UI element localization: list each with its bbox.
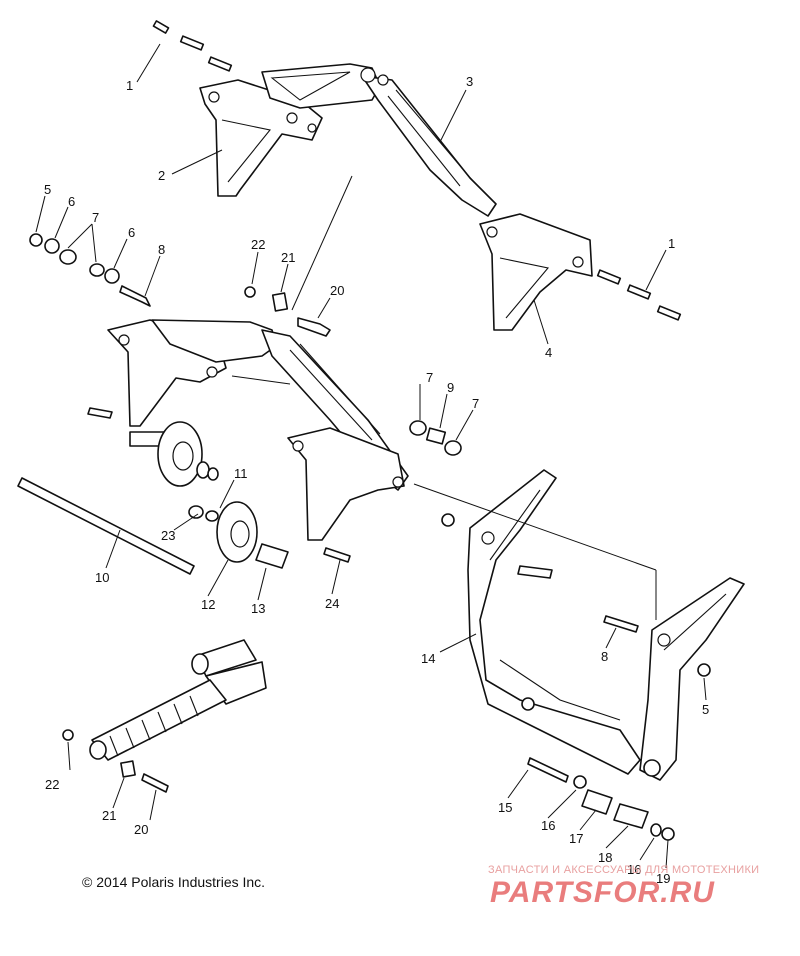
callout: 1 [668, 236, 675, 251]
callout: 21 [102, 808, 116, 823]
callout: 7 [426, 370, 433, 385]
pivot-hardware-right [409, 420, 462, 456]
rear-shock-absorber [89, 639, 267, 761]
callout: 11 [234, 466, 248, 481]
watermark-logo: PARTSFOR.RU [490, 876, 715, 909]
pivot-hardware-upper-left [29, 233, 151, 307]
callout: 15 [498, 800, 512, 815]
watermark-tagline: ЗАПЧАСТИ И АКСЕССУАРЫ ДЛЯ МОТОТЕХНИКИ [488, 864, 760, 876]
callout: 22 [251, 237, 265, 252]
shock-hardware [62, 729, 169, 793]
callout: 20 [330, 283, 344, 298]
rear-upper-arm [151, 319, 277, 363]
callout: 21 [281, 250, 295, 265]
callout: 5 [702, 702, 709, 717]
callout: 12 [201, 597, 215, 612]
bolt-8-lower [517, 565, 553, 579]
rear-arm-hardware [527, 757, 675, 841]
callout: 6 [128, 225, 135, 240]
wheel-spacer [255, 543, 289, 569]
callout: 18 [598, 850, 612, 865]
callout: 7 [92, 210, 99, 225]
front-scissor-arm-assembly [199, 63, 593, 331]
callout: 20 [134, 822, 148, 837]
callout: 9 [447, 380, 454, 395]
bolt-8-right [603, 615, 639, 633]
axle-shaft [17, 477, 195, 575]
callout: 24 [325, 596, 339, 611]
bolt-24 [323, 547, 351, 563]
pivot-hardware-center [244, 286, 331, 337]
callout: 17 [569, 831, 583, 846]
callout: 3 [466, 74, 473, 89]
bolt-set-right [596, 269, 682, 321]
callout: 1 [126, 78, 133, 93]
callout: 4 [545, 345, 552, 360]
callout: 23 [161, 528, 175, 543]
callout: 8 [158, 242, 165, 257]
callout-labels: 1 2 3 5 6 7 6 8 22 21 20 1 4 7 9 7 11 23… [44, 74, 709, 886]
rear-arm [467, 469, 745, 781]
callout: 13 [251, 601, 265, 616]
rear-scissor-arm-assembly [107, 319, 409, 541]
rear-bracket-right [287, 427, 405, 541]
callout: 22 [45, 777, 59, 792]
bolt-set-upper-left [152, 20, 233, 72]
callout: 16 [627, 862, 641, 877]
leader-lines [35, 43, 707, 869]
callout: 2 [158, 168, 165, 183]
nut-5-right [697, 663, 711, 677]
callout: 7 [472, 396, 479, 411]
callout: 10 [95, 570, 109, 585]
callout: 6 [68, 194, 75, 209]
callout: 14 [421, 651, 435, 666]
callout: 5 [44, 182, 51, 197]
idler-wheels [129, 421, 258, 563]
front-bracket-right [479, 213, 593, 331]
callout: 8 [601, 649, 608, 664]
copyright-notice: © 2014 Polaris Industries Inc. [82, 874, 266, 890]
callout: 16 [541, 818, 555, 833]
front-lower-arm [361, 75, 497, 217]
callout: 19 [656, 871, 670, 886]
